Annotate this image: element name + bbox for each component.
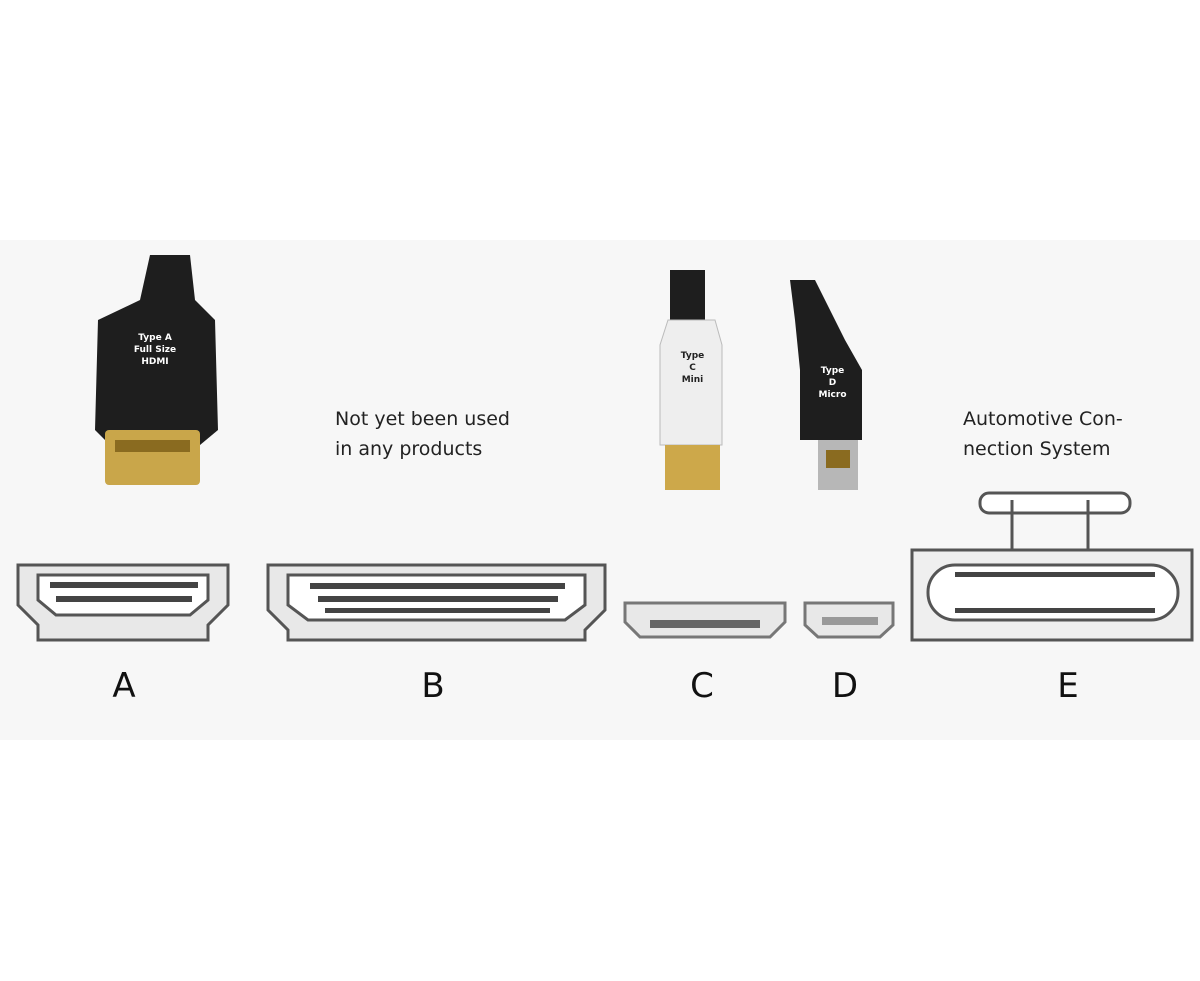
type-e-diagram [910,491,1194,642]
type-c-cable-photo [659,270,723,490]
type-b-note: Not yet been used in any products [335,408,510,460]
label-b: B [421,666,445,706]
type-e-note: Automotive Con- nection System [963,408,1123,460]
label-e: E [1057,666,1079,706]
type-d-cable-photo [790,280,862,490]
label-c: C [690,666,714,706]
type-c-cable-label: Type C Mini [680,351,705,385]
type-d-cable-label: Type D Micro [818,366,847,400]
type-b-diagram [266,563,607,642]
type-a-cable-photo [95,255,218,485]
label-a: A [112,666,136,706]
label-d: D [831,666,859,706]
type-a-cable-label: Type A Full Size HDMI [133,333,177,367]
type-a-diagram [16,563,230,642]
type-d-diagram [803,601,895,639]
type-c-diagram [623,601,787,639]
